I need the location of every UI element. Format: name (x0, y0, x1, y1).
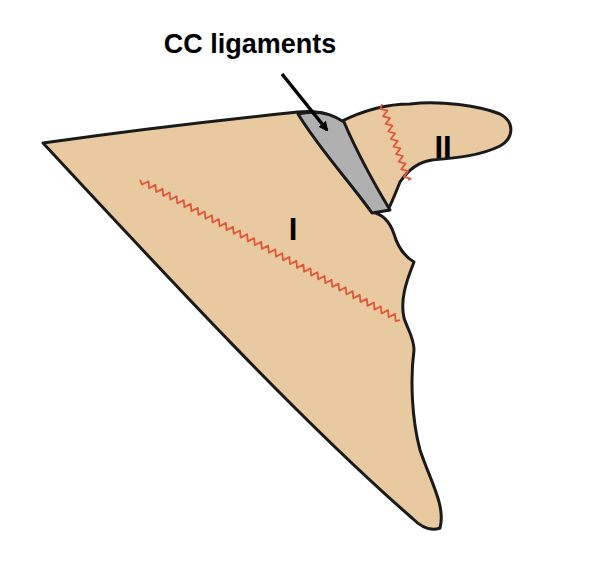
region-label: I (289, 214, 298, 245)
fracture-line (140, 180, 400, 321)
cc-ligaments-band (298, 112, 390, 213)
scapula-body (43, 111, 441, 529)
region-label: II (434, 132, 451, 163)
leader-arrow (282, 74, 327, 130)
ligament-label: CC ligaments (164, 31, 337, 58)
fracture-line (381, 104, 411, 180)
